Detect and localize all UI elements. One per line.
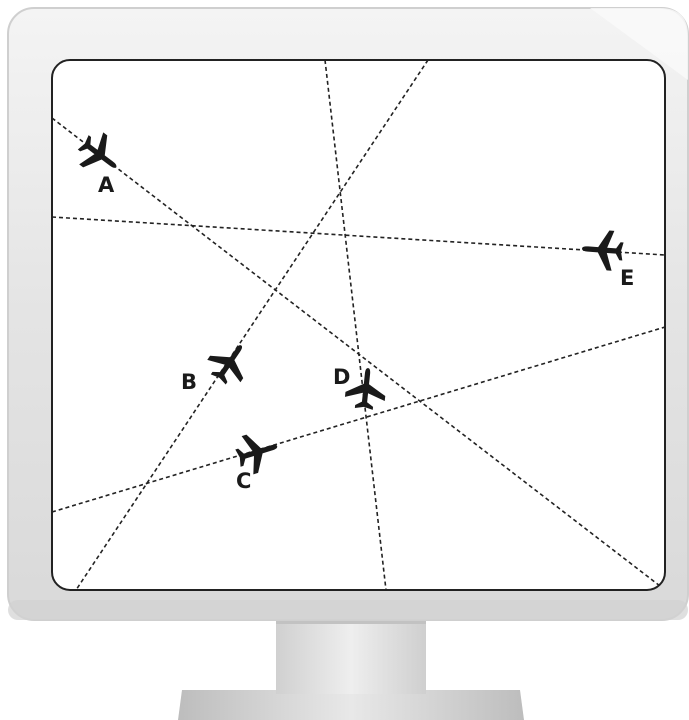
monitor-base	[178, 690, 524, 720]
radar-screen	[51, 59, 666, 591]
flight-path-c	[52, 326, 665, 513]
flight-path-a	[52, 117, 661, 587]
plane-label-a: A	[98, 173, 115, 197]
plane-label-c: C	[236, 469, 251, 493]
flight-path-b	[75, 60, 429, 590]
bezel-bottom-edge	[8, 600, 688, 620]
bezel-highlight	[590, 8, 688, 80]
flight-path-e	[52, 216, 665, 256]
monitor-neck	[276, 614, 426, 694]
plane-label-e: E	[620, 266, 634, 290]
plane-label-b: B	[181, 370, 197, 394]
plane-label-d: D	[333, 365, 350, 389]
flight-path-d	[324, 60, 387, 590]
flight-paths	[52, 60, 665, 590]
